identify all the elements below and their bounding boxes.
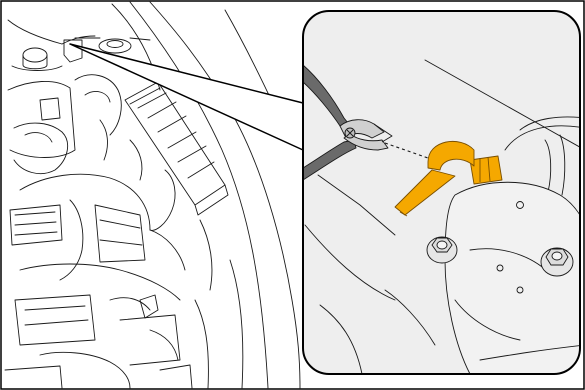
callout-panel — [303, 11, 585, 374]
bolt-icon — [427, 237, 457, 263]
bolt-icon — [541, 248, 573, 276]
